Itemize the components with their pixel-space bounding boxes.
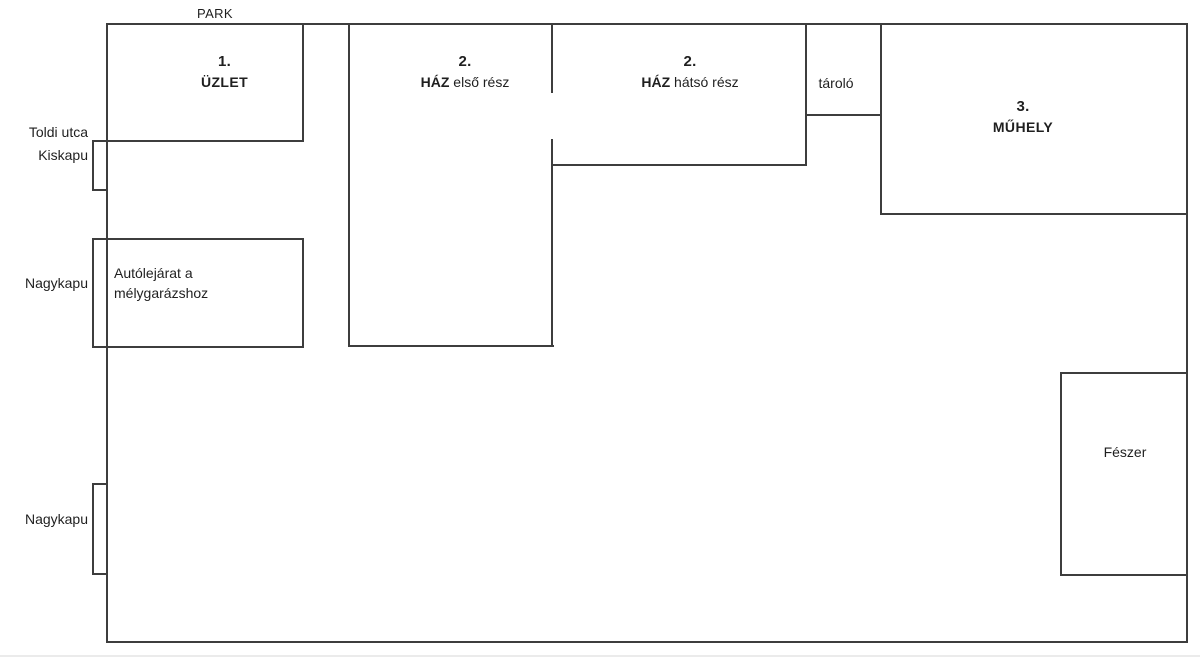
haz-divider-upper-wall — [551, 23, 553, 93]
uzlet-room-name: ÜZLET — [200, 74, 249, 90]
tarolo-label-text: tároló — [818, 75, 854, 91]
boundary-left-wall — [106, 23, 108, 643]
haz-elso-room-name: HÁZ első rész — [355, 72, 575, 93]
haz-elso-room-name-bold: HÁZ — [420, 74, 450, 90]
tarolo-bottom-wall — [805, 114, 882, 116]
muhely-room-number: 3. — [1016, 98, 1030, 115]
boundary-bottom-wall — [106, 641, 1188, 643]
tarolo-label: tároló — [798, 74, 874, 92]
haz-elso-left-wall — [348, 23, 350, 347]
muhely-left-wall — [880, 23, 882, 215]
haz-hatso-room-name-rest: hátsó rész — [670, 74, 739, 90]
feszer-left-wall — [1060, 372, 1062, 576]
haz-hatso-room-label: 2. HÁZ hátsó rész — [580, 51, 800, 93]
garage-ramp-label-line2: mélygarázshoz — [114, 285, 209, 301]
scan-artifact-line — [0, 655, 1200, 657]
nagykapu-lower-label: Nagykapu — [8, 510, 88, 528]
nagykapu-lower-gate-left-wall — [92, 483, 94, 575]
muhely-bottom-wall — [880, 213, 1188, 215]
muhely-room-label: 3. MŰHELY — [913, 96, 1133, 138]
kiskapu-gate-left-wall — [92, 140, 94, 191]
haz-hatso-room-number: 2. — [683, 53, 697, 70]
park-label: PARK — [185, 5, 245, 23]
feszer-label-text: Fészer — [1103, 444, 1147, 460]
nagykapu-lower-gate-bottom-wall — [92, 573, 108, 575]
nagykapu-lower-label-text: Nagykapu — [24, 511, 88, 527]
garage-ramp-label-line1: Autólejárat a — [114, 265, 193, 281]
haz-hatso-bottom-wall — [551, 164, 807, 166]
haz-divider-lower-wall — [551, 139, 553, 347]
nagykapu-upper-label: Nagykapu — [8, 274, 88, 292]
haz-elso-room-number: 2. — [458, 53, 472, 70]
uzlet-right-wall — [302, 23, 304, 142]
kiskapu-label: Kiskapu — [8, 146, 88, 164]
toldi-utca-label-text: Toldi utca — [28, 124, 88, 140]
uzlet-room-label: 1. ÜZLET — [132, 51, 317, 93]
muhely-room-name: MŰHELY — [992, 119, 1054, 135]
haz-elso-bottom-wall — [348, 345, 554, 347]
park-label-text: PARK — [196, 6, 234, 21]
toldi-utca-label: Toldi utca — [8, 123, 88, 141]
kiskapu-gate-bottom-wall — [92, 189, 108, 191]
feszer-bottom-wall — [1060, 574, 1188, 576]
boundary-top-wall — [106, 23, 1188, 25]
garage-ramp-box — [92, 238, 304, 348]
feszer-label: Fészer — [1062, 443, 1188, 461]
haz-elso-room-label: 2. HÁZ első rész — [355, 51, 575, 93]
nagykapu-upper-label-text: Nagykapu — [24, 275, 88, 291]
garage-ramp-label: Autólejárat a mélygarázshoz — [114, 263, 294, 303]
uzlet-room-number: 1. — [217, 53, 232, 70]
kiskapu-label-text: Kiskapu — [38, 147, 88, 163]
haz-hatso-right-wall — [805, 23, 807, 166]
boundary-right-wall — [1186, 23, 1188, 643]
haz-hatso-room-name: HÁZ hátsó rész — [580, 72, 800, 93]
haz-elso-room-name-rest: első rész — [449, 74, 510, 90]
uzlet-bottom-wall — [92, 140, 304, 142]
nagykapu-lower-gate-top-wall — [92, 483, 108, 485]
feszer-top-wall — [1060, 372, 1188, 374]
haz-hatso-room-name-bold: HÁZ — [641, 74, 671, 90]
